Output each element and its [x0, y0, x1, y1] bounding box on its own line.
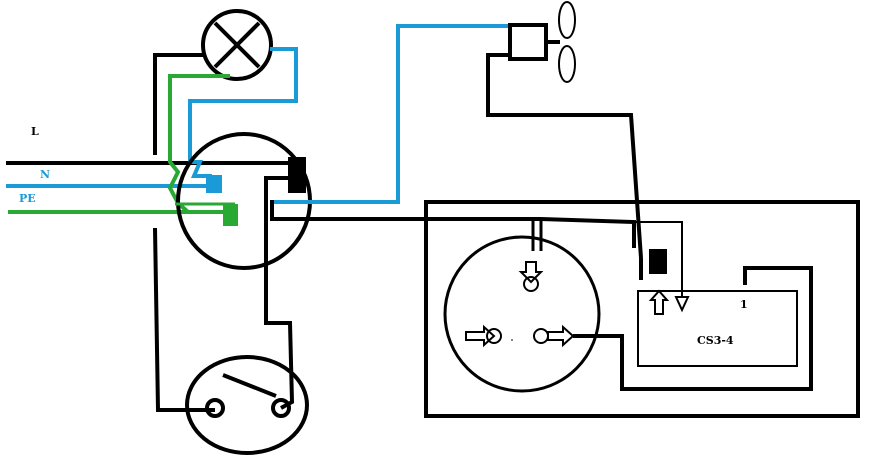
label-earth: PE [19, 192, 36, 205]
lamp-to-switch-black-wire [153, 53, 215, 412]
fan-to-controller-black-wire [486, 53, 643, 259]
controller-model-label: CS3-4 [697, 334, 734, 347]
line-to-appliance-black-wire [270, 200, 636, 248]
controller-module [634, 221, 798, 367]
fan-motor-symbol [508, 1, 576, 83]
controller-terminal-label: 1 [740, 298, 748, 311]
controller-black-terminal [649, 249, 667, 274]
label-neutral: N [40, 168, 50, 181]
compressor-motor-symbol [443, 218, 601, 393]
lamp-neutral-blue-wire [188, 47, 298, 178]
appliance-enclosure [424, 200, 860, 418]
lamp-symbol [201, 9, 273, 81]
switch-symbol [185, 355, 309, 455]
neutral-terminal [206, 175, 222, 193]
label-line: L [31, 125, 39, 138]
motor-to-controller-black-wire [573, 266, 813, 391]
earth-terminal [223, 204, 238, 226]
neutral-to-fan-blue-wire [270, 24, 512, 204]
line-terminal [288, 157, 306, 193]
junction-to-switch-black-wire [264, 176, 295, 410]
